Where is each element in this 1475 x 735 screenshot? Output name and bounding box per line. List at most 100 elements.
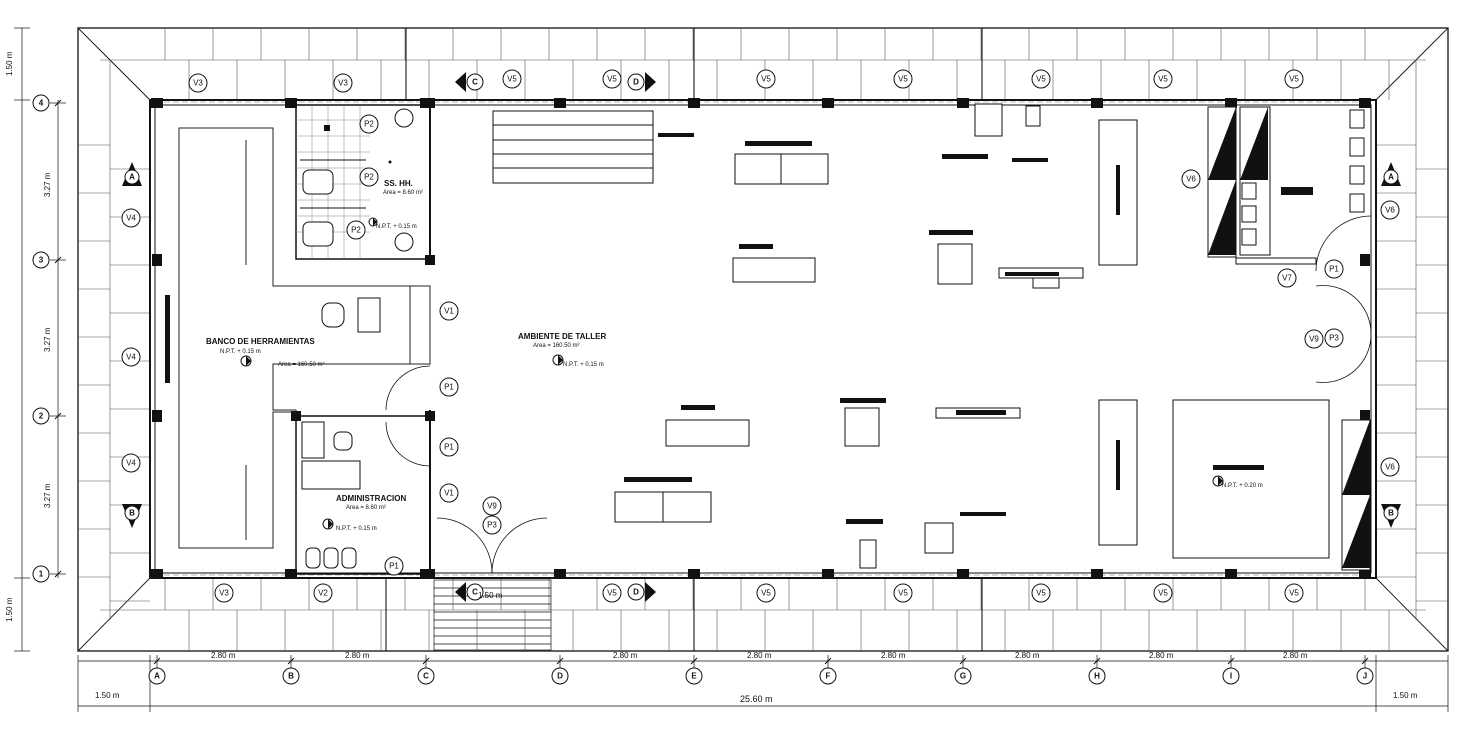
svg-text:2: 2 bbox=[39, 412, 44, 421]
column bbox=[425, 98, 435, 108]
door-tag: P1 bbox=[384, 556, 404, 576]
column bbox=[1360, 410, 1370, 422]
axis-bubble-4: 4 bbox=[32, 94, 50, 112]
axis-lines bbox=[385, 28, 983, 651]
column bbox=[151, 569, 163, 579]
svg-text:3.27 m: 3.27 m bbox=[43, 483, 52, 508]
svg-text:V3: V3 bbox=[219, 589, 229, 598]
svg-text:P1: P1 bbox=[389, 562, 399, 571]
window-tag: V5 bbox=[756, 69, 776, 89]
window-tag: V6 bbox=[1380, 200, 1400, 220]
svg-text:V5: V5 bbox=[761, 589, 771, 598]
tool-bench bbox=[165, 127, 431, 549]
door-tag: P2 bbox=[346, 220, 366, 240]
window-tag: V4 bbox=[121, 347, 141, 367]
section-marker: B bbox=[122, 504, 142, 528]
banco-area: Area = 160.50 m² bbox=[278, 362, 325, 368]
opening-tags: V3 V3 V5 V5 V5 V5 V5 V5 V5 V3 V2 V5 V5 V… bbox=[121, 69, 1400, 603]
window-tag: V5 bbox=[756, 583, 776, 603]
axis-bubble-f: F bbox=[819, 667, 837, 685]
axis-bubble-e: E bbox=[685, 667, 703, 685]
window-tag: V5 bbox=[893, 69, 913, 89]
svg-text:1.50 m: 1.50 m bbox=[1393, 691, 1418, 700]
column bbox=[1360, 254, 1370, 266]
svg-text:V5: V5 bbox=[761, 75, 771, 84]
roof-outline bbox=[77, 27, 1449, 652]
axis-bubble-3: 3 bbox=[32, 251, 50, 269]
svg-text:V5: V5 bbox=[1158, 75, 1168, 84]
admin-office bbox=[295, 297, 431, 575]
svg-text:V5: V5 bbox=[1289, 589, 1299, 598]
window-tag: V5 bbox=[893, 583, 913, 603]
axis-bubble-d: D bbox=[551, 667, 569, 685]
svg-text:P2: P2 bbox=[351, 226, 361, 235]
svg-text:A: A bbox=[1388, 173, 1394, 182]
svg-text:V5: V5 bbox=[898, 75, 908, 84]
window-tag: V6 bbox=[1181, 169, 1201, 189]
taller-name: AMBIENTE DE TALLER bbox=[518, 332, 607, 341]
svg-text:V1: V1 bbox=[444, 489, 454, 498]
svg-text:1.50 m: 1.50 m bbox=[95, 691, 120, 700]
window-tag: V1 bbox=[439, 301, 459, 321]
svg-text:V4: V4 bbox=[126, 214, 136, 223]
svg-text:V5: V5 bbox=[507, 75, 517, 84]
sshh-name: SS. HH. bbox=[384, 179, 413, 188]
svg-text:C: C bbox=[472, 78, 478, 87]
axis-bubble-a: A bbox=[148, 667, 166, 685]
section-marker: A bbox=[1381, 162, 1401, 186]
window-tag: V9 bbox=[1304, 329, 1324, 349]
svg-text:V5: V5 bbox=[607, 75, 617, 84]
window-tag: V4 bbox=[121, 208, 141, 228]
door-tag: P2 bbox=[359, 114, 379, 134]
svg-text:V1: V1 bbox=[444, 307, 454, 316]
svg-text:2.80 m: 2.80 m bbox=[613, 651, 638, 660]
taller-area: Area = 160.50 m² bbox=[533, 343, 580, 349]
window-tag: V2 bbox=[313, 583, 333, 603]
banco-npt: N.P.T. + 0.15 m bbox=[220, 349, 261, 355]
window-tag: V7 bbox=[1277, 268, 1297, 288]
door-tag: P3 bbox=[482, 515, 502, 535]
column bbox=[1225, 98, 1237, 108]
window-tag: V5 bbox=[502, 69, 522, 89]
svg-text:C: C bbox=[423, 672, 429, 681]
svg-text:V5: V5 bbox=[1158, 589, 1168, 598]
section-marker: B bbox=[1381, 504, 1401, 528]
banco-name: BANCO DE HERRAMIENTAS bbox=[206, 337, 315, 346]
column bbox=[1091, 569, 1103, 579]
svg-text:V4: V4 bbox=[126, 353, 136, 362]
svg-text:F: F bbox=[826, 672, 831, 681]
level-markers bbox=[240, 217, 1224, 530]
section-marker: D bbox=[627, 582, 656, 602]
column bbox=[152, 410, 162, 422]
svg-text:V6: V6 bbox=[1186, 175, 1196, 184]
svg-text:D: D bbox=[633, 78, 639, 87]
window-tag: V5 bbox=[1284, 69, 1304, 89]
column bbox=[1359, 569, 1371, 579]
svg-text:1.50 m: 1.50 m bbox=[478, 591, 503, 600]
svg-text:H: H bbox=[1094, 672, 1100, 681]
storage-shelves bbox=[1207, 106, 1371, 571]
column bbox=[425, 255, 435, 265]
window-tag: V5 bbox=[1153, 69, 1173, 89]
svg-text:G: G bbox=[960, 672, 966, 681]
axis-bubble-h: H bbox=[1088, 667, 1106, 685]
window-tag: V5 bbox=[602, 583, 622, 603]
axis-bubble-g: G bbox=[954, 667, 972, 685]
taller-npt: N.P.T. + 0.15 m bbox=[563, 362, 604, 368]
door-tag: P2 bbox=[359, 167, 379, 187]
svg-text:B: B bbox=[288, 672, 294, 681]
axis-bubble-1: 1 bbox=[32, 565, 50, 583]
admin-area: Area = 8.60 m² bbox=[346, 505, 386, 511]
svg-text:1.50 m: 1.50 m bbox=[5, 51, 14, 76]
svg-text:2.80 m: 2.80 m bbox=[881, 651, 906, 660]
total-length: 25.60 m bbox=[740, 694, 773, 704]
window-tag: V3 bbox=[214, 583, 234, 603]
column bbox=[1359, 98, 1371, 108]
column bbox=[822, 98, 834, 108]
svg-text:D: D bbox=[557, 672, 563, 681]
svg-text:C: C bbox=[472, 588, 478, 597]
admin-name: ADMINISTRACION bbox=[336, 494, 406, 503]
workshop-equipment bbox=[492, 103, 1330, 569]
svg-text:V6: V6 bbox=[1385, 463, 1395, 472]
